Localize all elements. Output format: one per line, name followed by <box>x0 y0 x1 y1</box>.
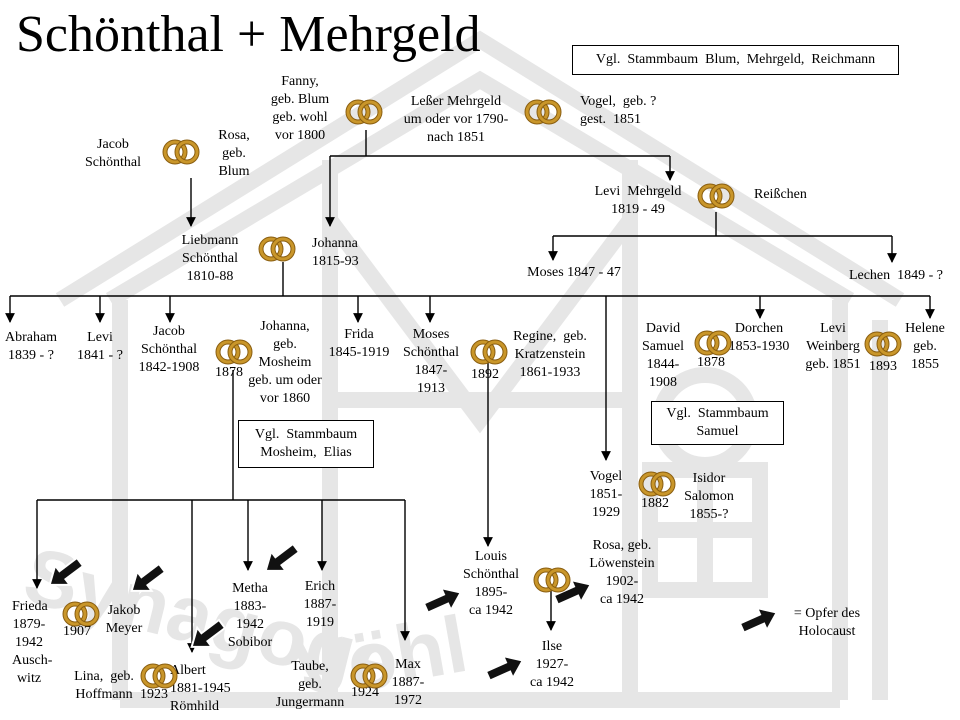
person-frida-1845: Frida 1845-1919 <box>328 327 390 360</box>
victim-arrow-frieda <box>48 556 85 586</box>
marriage-year: 1924 <box>351 685 379 700</box>
legend-arrow <box>738 606 779 634</box>
person-jacob-schoenthal-sen: Jacob Schönthal <box>85 137 141 170</box>
person-moses-1847: Moses 1847 - 47 <box>527 265 621 280</box>
marriage-year: 1878 <box>215 365 243 380</box>
note-mosheim: Vgl. Stammbaum Mosheim, Elias <box>238 420 374 468</box>
marriage-year: 1878 <box>697 355 725 370</box>
person-levi-weinberg: Levi Weinberg geb. 1851 <box>805 321 861 372</box>
person-louis-schoenthal: Louis Schönthal 1895- ca 1942 <box>463 549 519 618</box>
person-fanny: Fanny, geb. Blum geb. wohl vor 1800 <box>270 74 330 143</box>
person-rosa-loewenstein: Rosa, geb. Löwenstein 1902- ca 1942 <box>589 538 655 607</box>
wedding-rings-icon <box>215 338 253 371</box>
marriage-year: 1893 <box>869 359 897 374</box>
person-david-samuel: David Samuel 1844- 1908 <box>642 321 684 390</box>
wedding-rings-icon <box>258 235 296 268</box>
victim-arrow-ilse <box>484 654 525 682</box>
person-johanna-mosheim: Johanna, geb. Mosheim geb. um oder vor 1… <box>248 319 322 406</box>
wedding-rings-icon <box>697 182 735 215</box>
wedding-rings-icon <box>162 138 200 171</box>
person-levi-mehrgeld: Levi Mehrgeld 1819 - 49 <box>594 184 682 217</box>
wedding-rings-icon <box>638 470 676 503</box>
person-vogel-sen: Vogel, geb. ? gest. 1851 <box>580 94 657 127</box>
person-dorchen: Dorchen 1853-1930 <box>728 321 790 354</box>
person-max: Max 1887- 1972 <box>391 657 425 708</box>
wedding-rings-icon <box>694 329 732 362</box>
person-isidor-salomon: Isidor Salomon 1855-? <box>684 471 734 522</box>
note-samuel: Vgl. Stammbaum Samuel <box>651 401 784 445</box>
legend-label: = Opfer des Holocaust <box>793 606 861 639</box>
wedding-rings-icon <box>62 600 100 633</box>
person-ilse: Ilse 1927- ca 1942 <box>530 639 574 690</box>
marriage-year: 1907 <box>63 624 91 639</box>
person-levi-1841: Levi 1841 - ? <box>77 330 123 363</box>
victim-arrow-metha <box>264 542 301 572</box>
person-jacob-schoenthal-jr: Jacob Schönthal 1842-1908 <box>138 324 200 375</box>
person-erich: Erich 1887- 1919 <box>303 579 337 630</box>
victim-arrow-rosa <box>552 578 593 606</box>
victim-arrow-louis <box>422 586 463 614</box>
wedding-rings-icon <box>140 662 178 695</box>
person-taube-jungermann: Taube, geb. Jungermann <box>275 659 345 710</box>
person-johanna-mehrgeld: Johanna 1815-93 <box>312 236 359 269</box>
wedding-rings-icon <box>864 330 902 363</box>
person-moses-schoenthal: Moses Schönthal 1847- 1913 <box>403 327 459 396</box>
person-liebmann-schoenthal: Liebmann Schönthal 1810-88 <box>181 233 239 284</box>
holocaust-arrows <box>48 542 779 682</box>
victim-arrow-albert <box>190 618 227 648</box>
person-rosa-blum: Rosa, geb. Blum <box>218 128 250 179</box>
person-lesser-mehrgeld: Leßer Mehrgeld um oder vor 1790- nach 18… <box>403 94 509 145</box>
wedding-rings-icon <box>470 338 508 371</box>
person-frieda: Frieda 1879- 1942 Ausch- witz <box>12 599 53 686</box>
marriage-year: 1892 <box>471 367 499 382</box>
page-title: Schönthal + Mehrgeld <box>16 6 481 63</box>
person-abraham: Abraham 1839 - ? <box>4 330 58 363</box>
wedding-rings-icon <box>345 98 383 131</box>
wedding-rings-icon <box>524 98 562 131</box>
connector-lines <box>5 130 935 653</box>
person-albert: Albert 1881-1945 Römhild <box>170 663 231 714</box>
person-regine-kratzenstein: Regine, geb. Kratzenstein 1861-1933 <box>513 329 587 380</box>
wedding-rings-icon <box>350 662 388 695</box>
person-jakob-meyer: Jakob Meyer <box>105 603 143 636</box>
marriage-year: 1882 <box>641 496 669 511</box>
person-lina-hoffmann: Lina, geb. Hoffmann <box>74 669 134 702</box>
person-helene: Helene geb. 1855 <box>905 321 945 372</box>
person-vogel-jr: Vogel 1851- 1929 <box>589 469 623 520</box>
person-metha: Metha 1883- 1942 Sobibor <box>227 581 273 650</box>
note-blum: Vgl. Stammbaum Blum, Mehrgeld, Reichmann <box>572 45 899 75</box>
person-reisschen: Reißchen <box>754 187 807 202</box>
wedding-rings-icon <box>533 566 571 599</box>
person-lechen: Lechen 1849 - ? <box>848 268 944 283</box>
marriage-year: 1923 <box>140 687 168 702</box>
victim-arrow-jakob <box>130 562 167 592</box>
